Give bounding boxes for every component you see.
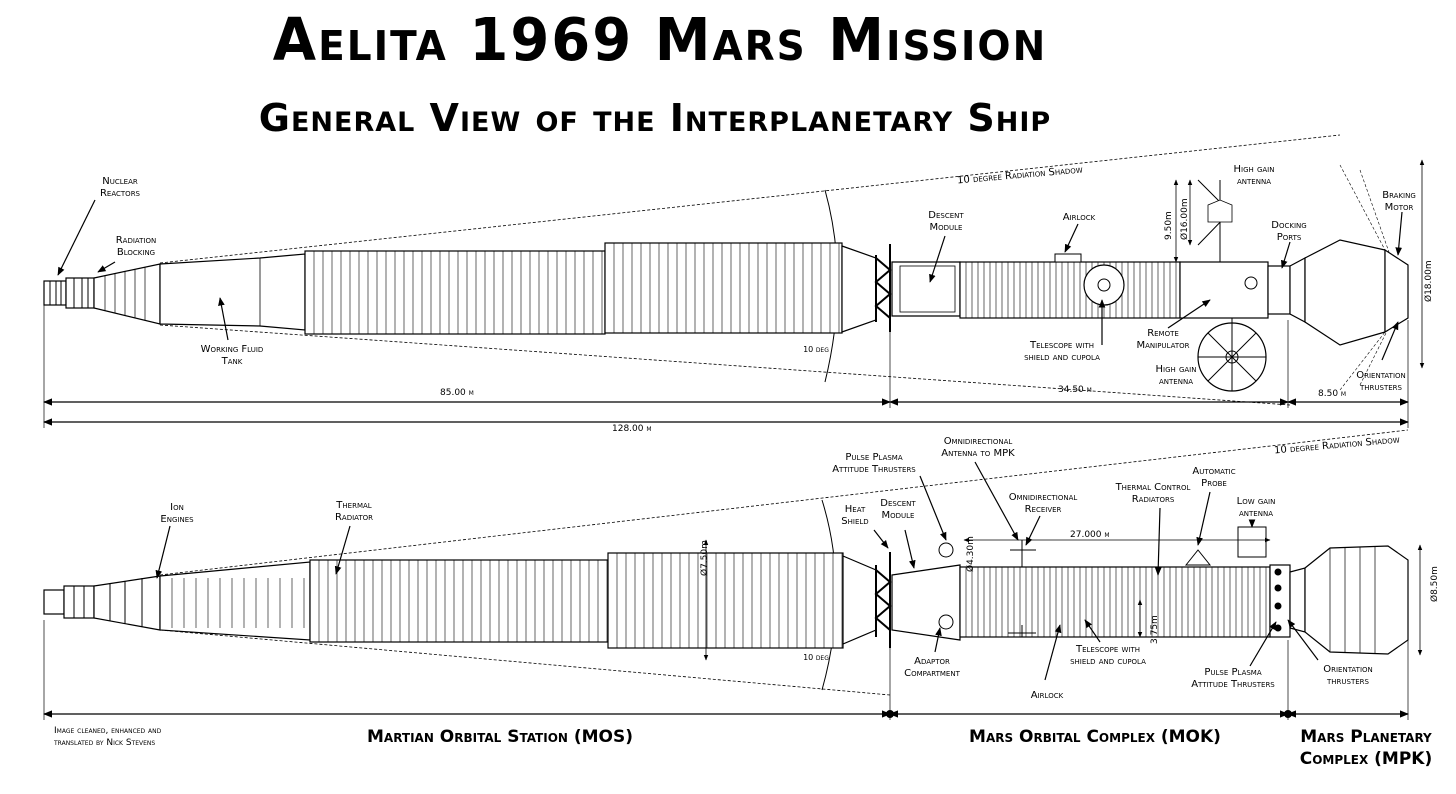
dim-diam-850: Ø8.50m <box>1430 566 1440 602</box>
dim-total-length: 128.00 m <box>612 424 652 434</box>
label-omni-receiver: Omnidirectional Receiver <box>1008 492 1078 515</box>
shadow-line-lower <box>159 324 1291 406</box>
page-subtitle: General View of the Interplanetary Ship <box>258 96 1052 140</box>
thermal-radiator-shape <box>304 250 606 335</box>
dim-mos-length: 85.00 m <box>440 388 474 398</box>
section-mos: Martian Orbital Station (MOS) <box>366 727 634 747</box>
label-orientation-thrusters-bottom: Orientation thrusters <box>1323 664 1373 687</box>
shadow-line-upper <box>159 134 1341 264</box>
label-radiation-blocking: Radiation Blocking <box>115 235 157 258</box>
high-gain-antenna-shape <box>1197 179 1233 262</box>
truss-shape <box>874 244 892 332</box>
shadow-line-lower <box>159 629 891 696</box>
label-airlock-top: Airlock <box>1062 212 1096 223</box>
label-automatic-probe: Automatic Probe <box>1192 466 1236 489</box>
label-thermal-control: Thermal Control Radiators <box>1115 482 1191 505</box>
label-ion-engines: Ion Engines <box>160 502 194 525</box>
dim-diam-1800: Ø18.00m <box>1424 260 1434 302</box>
label-pulse-plasma-top: Pulse Plasma Attitude Thrusters <box>832 452 916 475</box>
label-pulse-plasma-bottom: Pulse Plasma Attitude Thrusters <box>1191 667 1275 690</box>
omni-antenna-shape <box>1008 540 1036 637</box>
label-orientation-thrusters-top: Orientation thrusters <box>1356 370 1406 393</box>
label-thermal-radiator: Thermal Radiator <box>334 500 374 523</box>
ion-engines-shape <box>43 575 161 631</box>
page-title: Aelita 1969 Mars Mission <box>272 6 1048 75</box>
low-gain-antenna-shape <box>1237 526 1267 558</box>
dim-height-950: 9.50m <box>1164 211 1174 240</box>
label-deg-top: 10 deg <box>803 345 829 354</box>
radiation-blocking-shape <box>93 263 161 325</box>
label-nuclear-reactors: Nuclear Reactors <box>99 176 141 199</box>
nuclear-reactor-shape <box>43 277 95 309</box>
label-descent-module-top: Descent Module <box>928 210 964 233</box>
label-telescope-top: Telescope with shield and cupola <box>1024 340 1100 363</box>
label-heat-shield: Heat Shield <box>841 504 869 527</box>
mok-body-shape <box>891 253 1291 319</box>
radiator-cone-shape <box>159 561 311 641</box>
label-telescope-bottom: Telescope with shield and cupola <box>1070 644 1146 667</box>
top-view <box>43 134 1425 428</box>
mpk-top-shape <box>1289 164 1409 391</box>
label-deg-bottom: 10 deg <box>803 653 829 662</box>
label-docking-ports: Docking Ports <box>1271 220 1307 243</box>
credit-note: Image cleaned, enhanced and translated b… <box>54 726 162 748</box>
dim-height-375: 3.75m <box>1150 615 1160 644</box>
working-fluid-tank-shape <box>159 253 306 331</box>
mok-body-shape <box>891 542 1291 641</box>
thermal-radiator-shape <box>309 559 609 643</box>
label-airlock-bottom: Airlock <box>1030 690 1064 701</box>
label-working-fluid-tank: Working Fluid Tank <box>200 344 264 367</box>
label-omni-antenna-mpk: Omnidirectional Antenna to MPK <box>941 436 1015 459</box>
label-descent-module-bottom: Descent Module <box>880 498 916 521</box>
section-mpk: Mars Planetary Complex (MPK) <box>1299 727 1433 769</box>
thermal-radiator-shape <box>607 552 844 649</box>
bottom-view <box>43 429 1423 720</box>
dim-length-27: 27.000 m <box>1070 530 1110 540</box>
label-high-gain-antenna-top: High gain antenna <box>1233 164 1275 187</box>
label-low-gain-antenna: Low gain antenna <box>1236 496 1276 519</box>
dim-mok-length: 34.50 m <box>1058 385 1092 395</box>
dim-mpk-length: 8.50 m <box>1318 389 1347 399</box>
dim-diam-430: Ø4.30m <box>966 536 976 572</box>
label-braking-motor: Braking Motor <box>1382 190 1416 213</box>
label-high-gain-antenna-bottom: High gain antenna <box>1155 364 1197 387</box>
mpk-bottom-shape <box>1289 545 1409 655</box>
label-adaptor-compartment: Adaptor Compartment <box>904 656 960 679</box>
thermal-radiator-shape <box>604 242 843 334</box>
dim-diam-1600: Ø16.00m <box>1180 198 1190 240</box>
dim-diam-750: Ø7.50m <box>700 540 710 576</box>
high-gain-antenna-disc-shape <box>1197 318 1267 392</box>
label-remote-manipulator: Remote Manipulator <box>1136 328 1190 351</box>
shadow-line-upper <box>159 429 1409 576</box>
section-mok: Mars Orbital Complex (MOK) <box>969 727 1221 747</box>
